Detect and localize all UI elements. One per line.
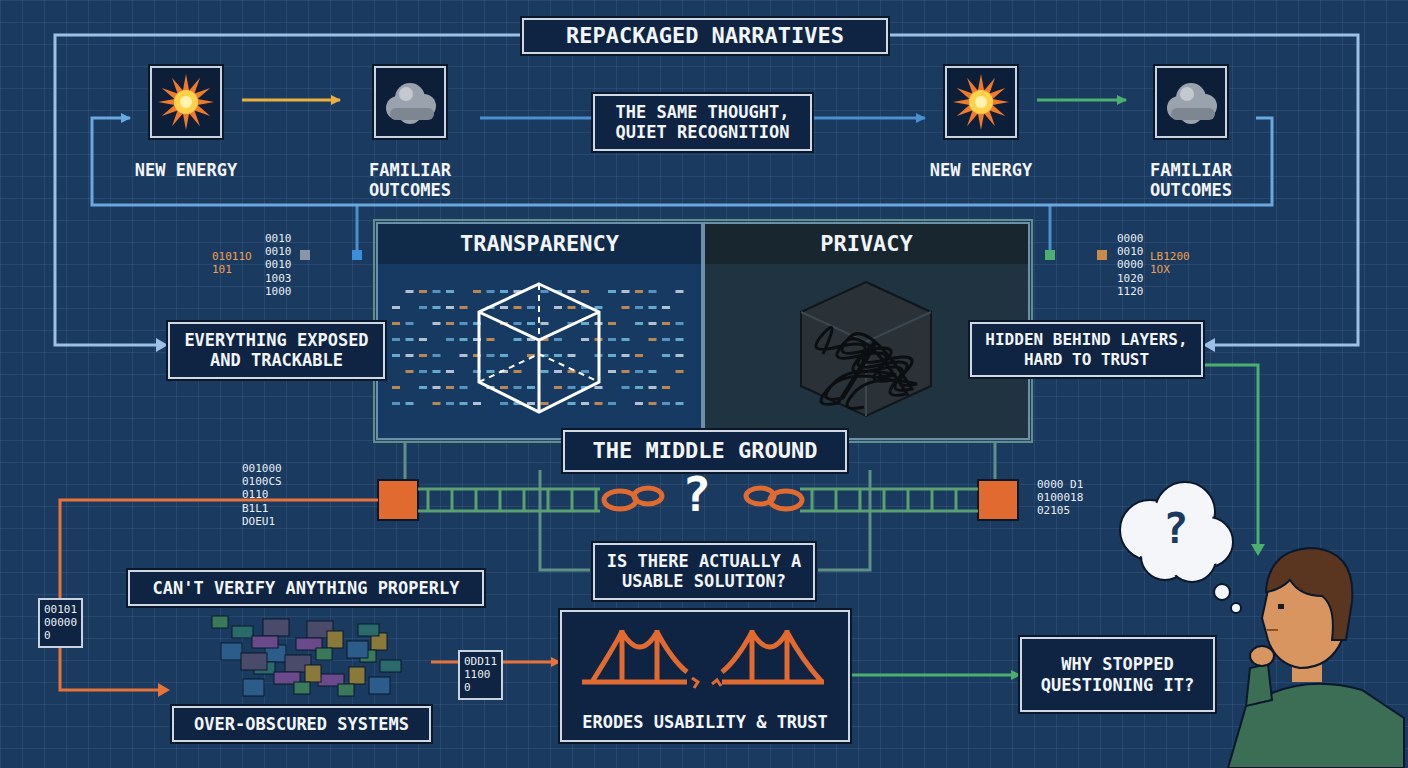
- node-label: OVER-OBSCURED SYSTEMS: [194, 714, 409, 734]
- icon-node: FAMILIAR OUTCOMES: [340, 66, 480, 201]
- node-label: PRIVACY: [820, 231, 913, 257]
- binary-snippet: 001000 0100CS 0110 B1L1 DOEU1: [242, 462, 282, 528]
- connector-arrow: [1037, 99, 1126, 102]
- connector-arrow: [242, 99, 340, 102]
- thinking-person: [1228, 548, 1404, 768]
- binary-snippet: 0000 0010 0000 1020 1120: [1117, 232, 1144, 298]
- node-label: THE MIDDLE GROUND: [592, 438, 817, 464]
- thought-bubble: [1120, 482, 1241, 613]
- node-label: FAMILIAR OUTCOMES: [1126, 160, 1256, 201]
- icon-frame: [150, 66, 222, 138]
- binary-snippet: 0010 0010 0010 1003 1000: [265, 232, 292, 298]
- node-label: CAN'T VERIFY ANYTHING PROPERLY: [152, 578, 459, 598]
- process-box: HIDDEN BEHIND LAYERS, HARD TO TRUST: [970, 322, 1203, 377]
- process-box: THE SAME THOUGHT, QUIET RECOGNITION: [593, 94, 812, 151]
- process-box: CAN'T VERIFY ANYTHING PROPERLY: [128, 570, 484, 606]
- binary-snippet: 0DD11 1100 0: [458, 650, 503, 700]
- process-box: WHY STOPPED QUESTIONING IT?: [1020, 637, 1215, 712]
- binary-snippet: LB1200 1OX: [1150, 250, 1190, 276]
- binary-snippet: 0000 D1 0100018 02105: [1037, 478, 1083, 518]
- bridge-box: ERODES USABILITY & TRUST: [560, 610, 850, 742]
- broken-bridge: [562, 612, 848, 708]
- icon-node: NEW ENERGY: [925, 66, 1037, 180]
- node-label: HIDDEN BEHIND LAYERS, HARD TO TRUST: [980, 330, 1193, 368]
- panel-header: TRANSPARENCY: [378, 224, 701, 264]
- node-label: FAMILIAR OUTCOMES: [340, 160, 480, 201]
- cloud-icon: [1157, 68, 1225, 136]
- icon-frame: [1155, 66, 1227, 138]
- node-label: ERODES USABILITY & TRUST: [582, 712, 828, 732]
- question-mark: ?: [1163, 508, 1188, 550]
- connector-arrow: [850, 674, 1020, 677]
- node-label: WHY STOPPED QUESTIONING IT?: [1030, 654, 1205, 695]
- cloud-icon: [376, 68, 444, 136]
- chip-cluster: OVER-OBSCURED SYSTEMS: [172, 612, 431, 742]
- icon-node: FAMILIAR OUTCOMES: [1126, 66, 1256, 201]
- label-box: OVER-OBSCURED SYSTEMS: [172, 706, 431, 742]
- icon-frame: [374, 66, 446, 138]
- node-label: TRANSPARENCY: [460, 231, 619, 257]
- connector-arrow: [480, 117, 593, 120]
- sun-icon: [947, 68, 1015, 136]
- icon-node: NEW ENERGY: [130, 66, 242, 180]
- node-label: NEW ENERGY: [130, 160, 242, 180]
- process-box: IS THERE ACTUALLY A USABLE SOLUTION?: [593, 543, 815, 600]
- panel-header: PRIVACY: [705, 224, 1028, 264]
- panel: TRANSPARENCY: [376, 222, 703, 440]
- node-label: EVERYTHING EXPOSED AND TRACKABLE: [178, 330, 375, 371]
- binary-snippet: 01011O 101: [212, 250, 252, 276]
- node-label: IS THERE ACTUALLY A USABLE SOLUTION?: [603, 551, 805, 592]
- title-box: REPACKAGED NARRATIVES: [522, 18, 888, 54]
- node-label: THE SAME THOUGHT, QUIET RECOGNITION: [603, 102, 802, 143]
- process-box: EVERYTHING EXPOSED AND TRACKABLE: [168, 322, 385, 379]
- chip-cluster-art: [172, 612, 431, 708]
- binary-snippet: 00101 00000 0: [38, 598, 83, 648]
- connector-arrow: [812, 117, 925, 120]
- question-mark: ?: [682, 470, 711, 518]
- node-label: NEW ENERGY: [925, 160, 1037, 180]
- process-box: THE MIDDLE GROUND: [563, 430, 847, 472]
- sun-icon: [152, 68, 220, 136]
- icon-frame: [945, 66, 1017, 138]
